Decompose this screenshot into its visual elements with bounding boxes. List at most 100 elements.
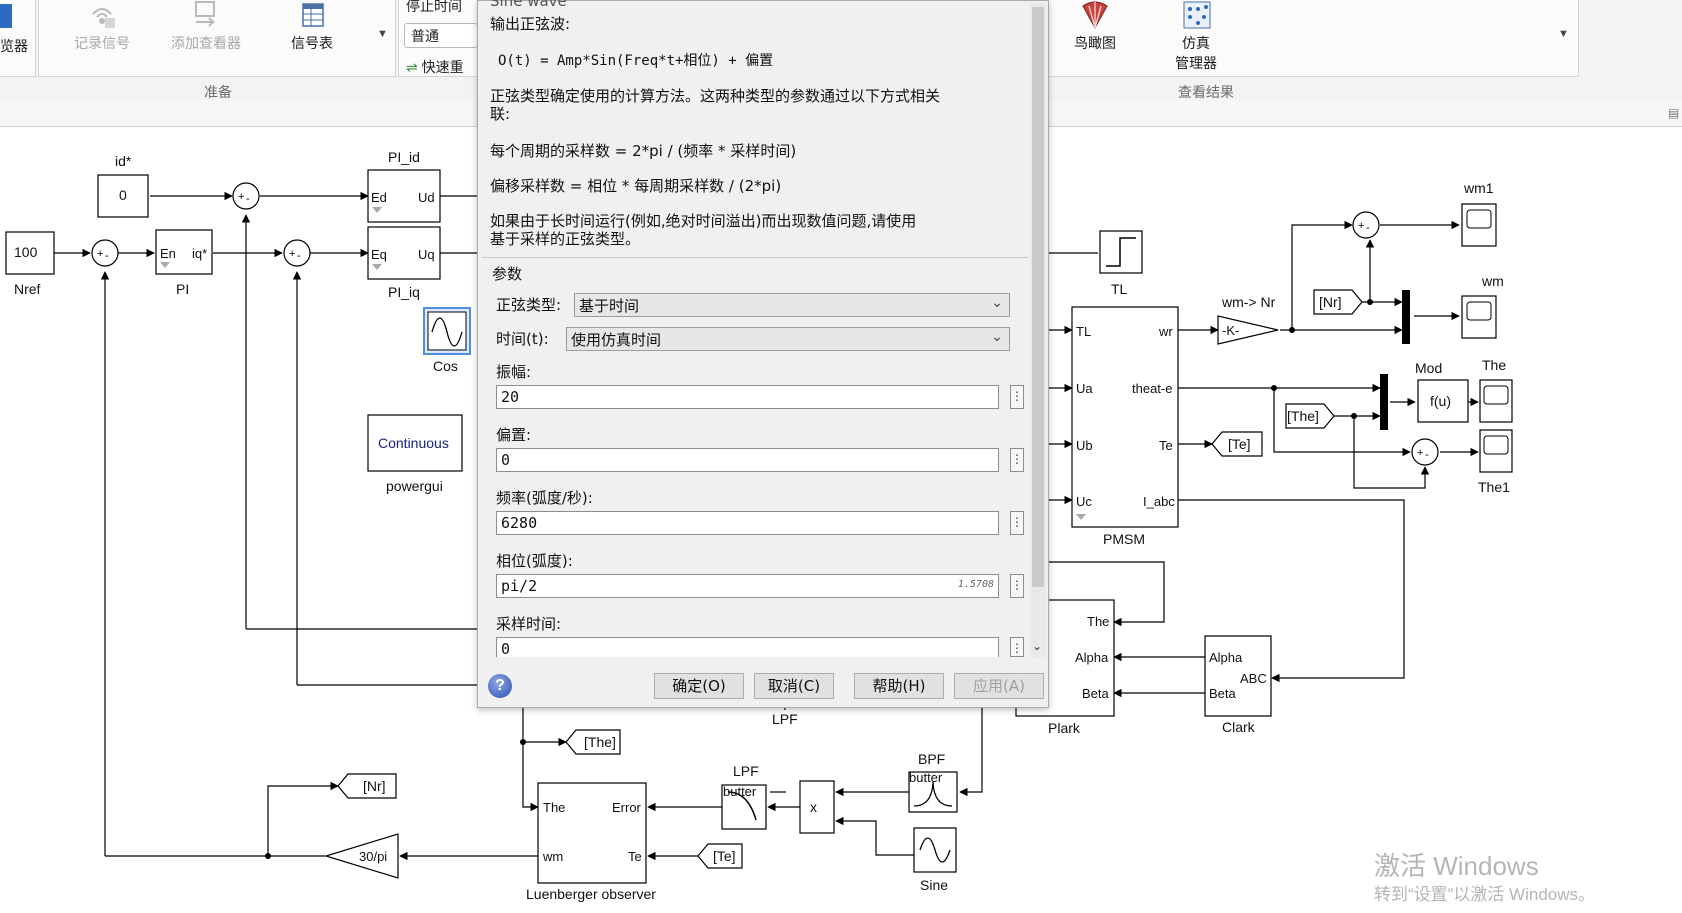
time-value: 使用仿真时间 [571,331,662,349]
bpf-butter-text: butter [909,770,943,785]
mod-label: Mod [1415,360,1443,376]
library-browser-button[interactable]: 览器 [0,36,28,56]
observer-error-port: Error [612,800,641,815]
desc-type: 正弦类型确定使用的计算方法。这两种类型的参数通过以下方式相关 [490,87,941,105]
the-from-label: [The] [1287,408,1319,424]
sim-manager-button[interactable]: 仿真 管理器 [1168,0,1224,73]
the1-label: The1 [1478,479,1510,495]
frequency-field[interactable]: 6280 [496,511,999,535]
prepare-expand-icon[interactable]: ▼ [377,28,388,40]
pi-id-label: PI_id [388,149,420,165]
cancel-button[interactable]: 取消(C) [754,673,834,699]
nref-label: Nref [14,281,41,297]
simulation-mode-select[interactable]: 普通 [404,23,478,48]
const0-value: 0 [119,187,127,203]
dialog-scrollbar[interactable]: ⌄ [1030,3,1046,657]
stop-time-label: 停止时间 [406,0,462,14]
cos-label: Cos [433,358,458,374]
pmsm-ua-port: Ua [1076,381,1093,396]
sine-type-label: 正弦类型: [496,296,562,314]
nref-constant-block [5,231,55,275]
chevron-down-icon: ⌄ [991,329,1003,345]
gain-30pi-block [323,833,399,879]
phase-menu-button[interactable]: ⋮ [1010,574,1024,598]
library-browser-label: 览器 [0,38,28,54]
formula-text: O(t) = Amp*Sin(Freq*t+相位) + 偏置 [498,53,774,69]
section-prepare [38,0,396,77]
pi-iq-in-port: Eq [371,247,387,262]
chevron-down-icon: ⌄ [991,295,1003,311]
wm1-label: wm1 [1464,180,1494,196]
add-viewer-button[interactable]: 添加查看器 [164,0,248,53]
observer-label: Luenberger observer [526,886,656,902]
observer-wm-port: wm [543,849,564,864]
mux-the [1380,374,1388,430]
frequency-menu-button[interactable]: ⋮ [1010,511,1024,535]
sample-time-value: 0 [501,640,511,658]
desc-type-2: 联: [490,105,511,123]
offset-formula: 偏移采样数 = 相位 * 每周期采样数 / (2*pi) [490,177,782,195]
time-select[interactable]: 使用仿真时间 ⌄ [566,327,1010,351]
desc-output: 输出正弦波: [490,15,571,33]
nref-value: 100 [14,244,38,260]
amplitude-value: 20 [501,388,520,406]
svg-text:-: - [246,193,250,205]
scroll-down-icon[interactable]: ⌄ [1032,639,1043,653]
bias-label: 偏置: [496,426,532,444]
te-goto-label: [Te] [1228,436,1251,452]
simulation-mode-value: 普通 [411,28,439,44]
lpf-label: LPF [733,763,759,779]
log-signals-icon [92,8,115,28]
sample-time-field[interactable]: 0 [496,637,999,658]
pmsm-block [1071,306,1179,528]
birds-eye-button[interactable]: 鸟瞰图 [1070,0,1120,53]
continuous-label: Continuous [378,435,449,451]
ok-button[interactable]: 确定(O) [654,673,744,699]
toolstrip-collapse-icon[interactable]: ▼ [1558,28,1569,40]
sample-time-menu-button[interactable]: ⋮ [1010,637,1024,657]
sine-type-value: 基于时间 [579,297,640,315]
sim-manager-label-2: 管理器 [1175,55,1217,71]
samples-formula: 每个周期的采样数 = 2*pi / (频率 * 采样时间) [490,142,797,160]
prepare-section-label: 准备 [204,84,232,100]
plark-label: Plark [1048,720,1080,736]
bias-value: 0 [501,451,511,469]
bias-field[interactable]: 0 [496,448,999,472]
phase-field[interactable]: pi/2 1.5708 [496,574,999,598]
the-from-tag [1285,403,1335,429]
panel-toggle-icon[interactable]: ▤ [1668,106,1680,120]
activation-watermark-title: 激活 Windows [1374,851,1539,881]
id-star-label: id* [115,153,132,169]
log-signals-label: 记录信号 [74,35,130,51]
pmsm-wr-port: wr [1159,324,1173,339]
amplitude-menu-button[interactable]: ⋮ [1010,385,1024,409]
pi-iq-label: PI_iq [388,284,420,300]
apply-button[interactable]: 应用(A) [954,673,1044,699]
svg-text:+: + [1417,447,1423,459]
pi-id-out-port: Ud [418,190,435,205]
svg-text:-: - [105,250,109,262]
pmsm-ub-port: Ub [1076,438,1093,453]
mod-fcn-block [1417,379,1469,423]
the-goto-tag [565,729,621,755]
bias-menu-button[interactable]: ⋮ [1010,448,1024,472]
time-label: 时间(t): [496,330,549,348]
amplitude-field[interactable]: 20 [496,385,999,409]
signal-table-icon [302,3,324,27]
plark-alpha-port: Alpha [1075,650,1109,665]
pmsm-theat-port: theat-e [1132,381,1173,396]
svg-text:+: + [238,191,244,203]
help-button[interactable]: 帮助(H) [854,673,944,699]
the-goto-label: [The] [584,734,616,750]
sine-type-select[interactable]: 基于时间 ⌄ [574,293,1010,317]
fast-restart-icon: ⇌ [406,59,418,75]
fast-restart-button[interactable]: ⇌ 快速重 [406,57,464,77]
plark-beta-port: Beta [1082,686,1109,701]
help-icon[interactable]: ? [488,674,512,698]
dialog-title: Sine wave [490,0,567,10]
log-signals-button[interactable]: 记录信号 [70,0,134,53]
sine-wave-parameters-dialog[interactable]: Sine wave 输出正弦波: O(t) = Amp*Sin(Freq*t+相… [477,0,1049,708]
signal-table-button[interactable]: 信号表 [282,0,342,53]
dialog-scroll-thumb[interactable] [1032,7,1044,587]
